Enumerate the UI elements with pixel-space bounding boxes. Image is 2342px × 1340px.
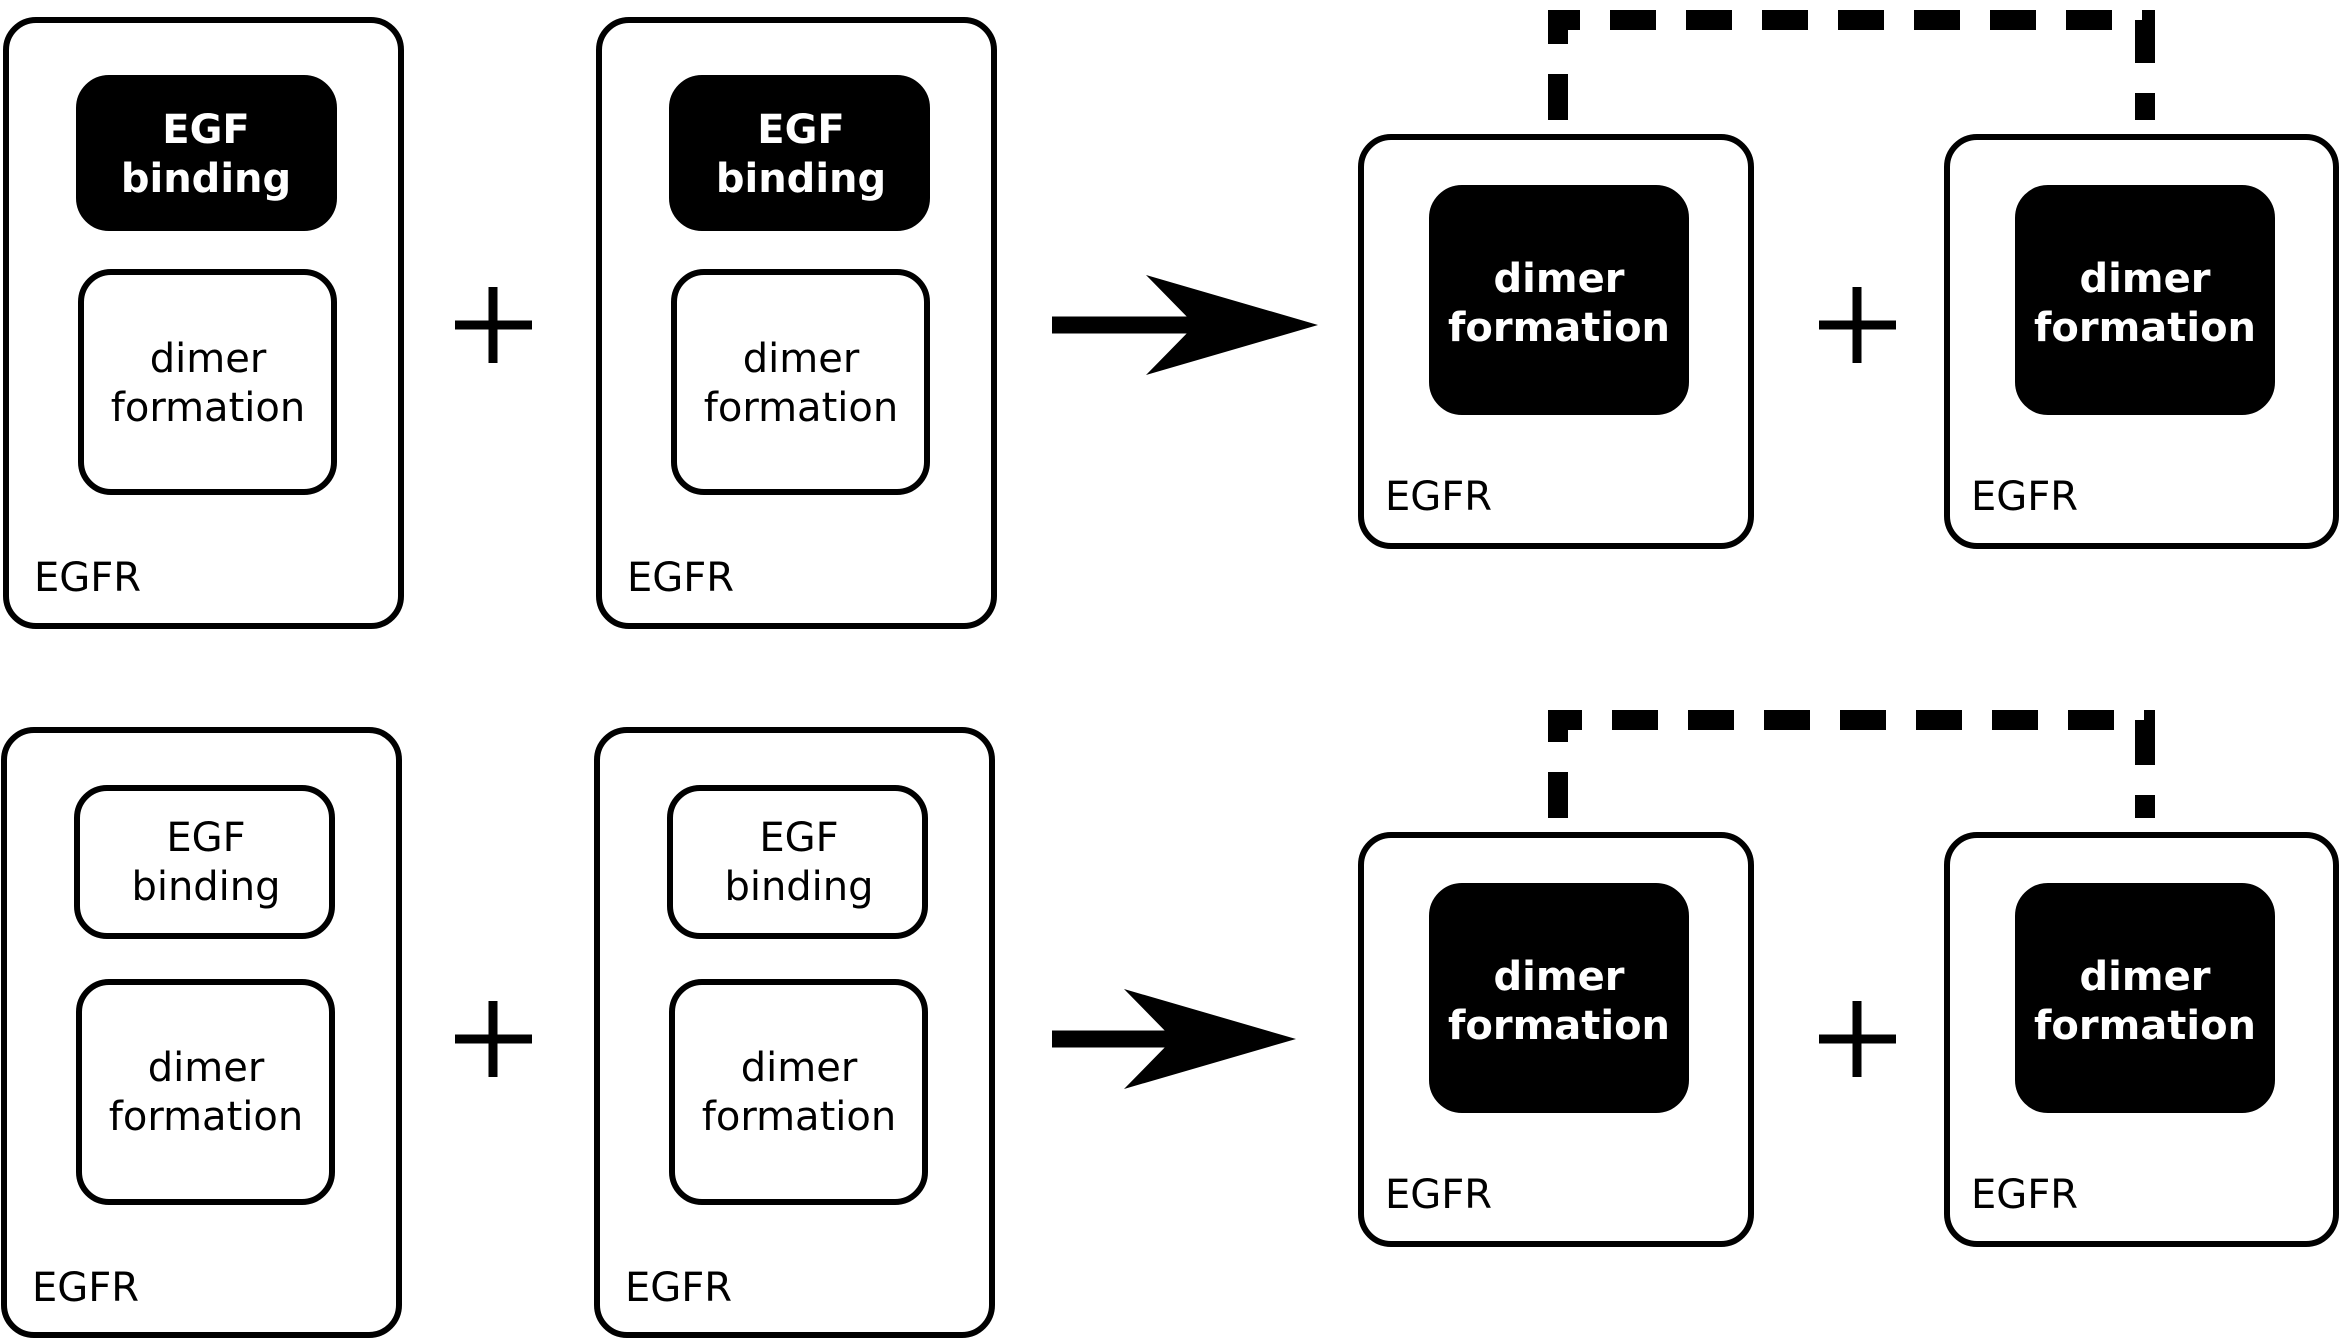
- reaction-arrow: [1052, 275, 1318, 375]
- dimer-formation-site-bound: [2015, 883, 2275, 1113]
- site-label-line2: formation: [2034, 1003, 2256, 1049]
- site-label-line1: dimer: [743, 336, 860, 382]
- site-label-line1: EGF: [757, 107, 844, 153]
- site-label-line1: dimer: [741, 1045, 858, 1091]
- egfr-label: EGFR: [625, 1265, 732, 1311]
- product-egfr-1-top: dimer formation EGFR: [1358, 134, 1754, 549]
- site-label-line2: formation: [1448, 305, 1670, 351]
- dimer-formation-site: [671, 269, 930, 495]
- reaction-arrow: [1052, 989, 1296, 1089]
- site-label-line1: EGF: [759, 815, 838, 861]
- site-label-line1: dimer: [1494, 954, 1625, 1000]
- site-label-line1: dimer: [148, 1045, 265, 1091]
- dimer-formation-site: [78, 269, 337, 495]
- site-label-line2: binding: [121, 156, 291, 202]
- egfr-label: EGFR: [32, 1265, 139, 1311]
- egfr-label: EGFR: [627, 555, 734, 601]
- dimer-formation-site-bound: [2015, 185, 2275, 415]
- reactant-egfr-1-top: EGF binding dimer formation EGFR: [3, 17, 404, 629]
- site-label-line2: formation: [1448, 1003, 1670, 1049]
- plus-sign: [455, 287, 532, 363]
- product-egfr-2-bottom: dimer formation EGFR: [1944, 832, 2339, 1247]
- site-label-line1: dimer: [150, 336, 267, 382]
- site-label-line2: formation: [702, 1094, 896, 1140]
- site-label-line2: formation: [704, 385, 898, 431]
- dimer-formation-site-bound: [1429, 185, 1689, 415]
- product-egfr-2-top: dimer formation EGFR: [1944, 134, 2339, 549]
- product-egfr-1-bottom: dimer formation EGFR: [1358, 832, 1754, 1247]
- site-label-line2: formation: [2034, 305, 2256, 351]
- egfr-label: EGFR: [1971, 474, 2078, 520]
- plus-sign: [1819, 287, 1896, 363]
- egfr-label: EGFR: [34, 555, 141, 601]
- plus-sign: [1819, 1001, 1896, 1077]
- reactant-egfr-2-top: EGF binding dimer formation EGFR: [596, 17, 997, 629]
- egfr-label: EGFR: [1385, 1172, 1492, 1218]
- plus-sign: [455, 1001, 532, 1077]
- egfr-label: EGFR: [1385, 474, 1492, 520]
- egf-binding-site-bound: [76, 75, 337, 231]
- site-label-line1: EGF: [162, 107, 249, 153]
- site-label-line2: binding: [724, 864, 873, 910]
- egf-binding-site: [667, 785, 928, 939]
- reactant-egfr-2-bottom: EGF binding dimer formation EGFR: [594, 727, 995, 1338]
- site-label-line2: binding: [131, 864, 280, 910]
- egf-binding-site: [74, 785, 335, 939]
- site-label-line2: formation: [111, 385, 305, 431]
- site-label-line2: binding: [716, 156, 886, 202]
- dimer-formation-site: [669, 979, 928, 1205]
- site-label-line1: dimer: [2080, 954, 2211, 1000]
- reactant-egfr-1-bottom: EGF binding dimer formation EGFR: [1, 727, 402, 1338]
- egfr-label: EGFR: [1971, 1172, 2078, 1218]
- dimer-formation-site-bound: [1429, 883, 1689, 1113]
- egf-binding-site-bound: [669, 75, 930, 231]
- site-label-line1: dimer: [2080, 256, 2211, 302]
- site-label-line1: EGF: [166, 815, 245, 861]
- site-label-line2: formation: [109, 1094, 303, 1140]
- dimer-formation-site: [76, 979, 335, 1205]
- site-label-line1: dimer: [1494, 256, 1625, 302]
